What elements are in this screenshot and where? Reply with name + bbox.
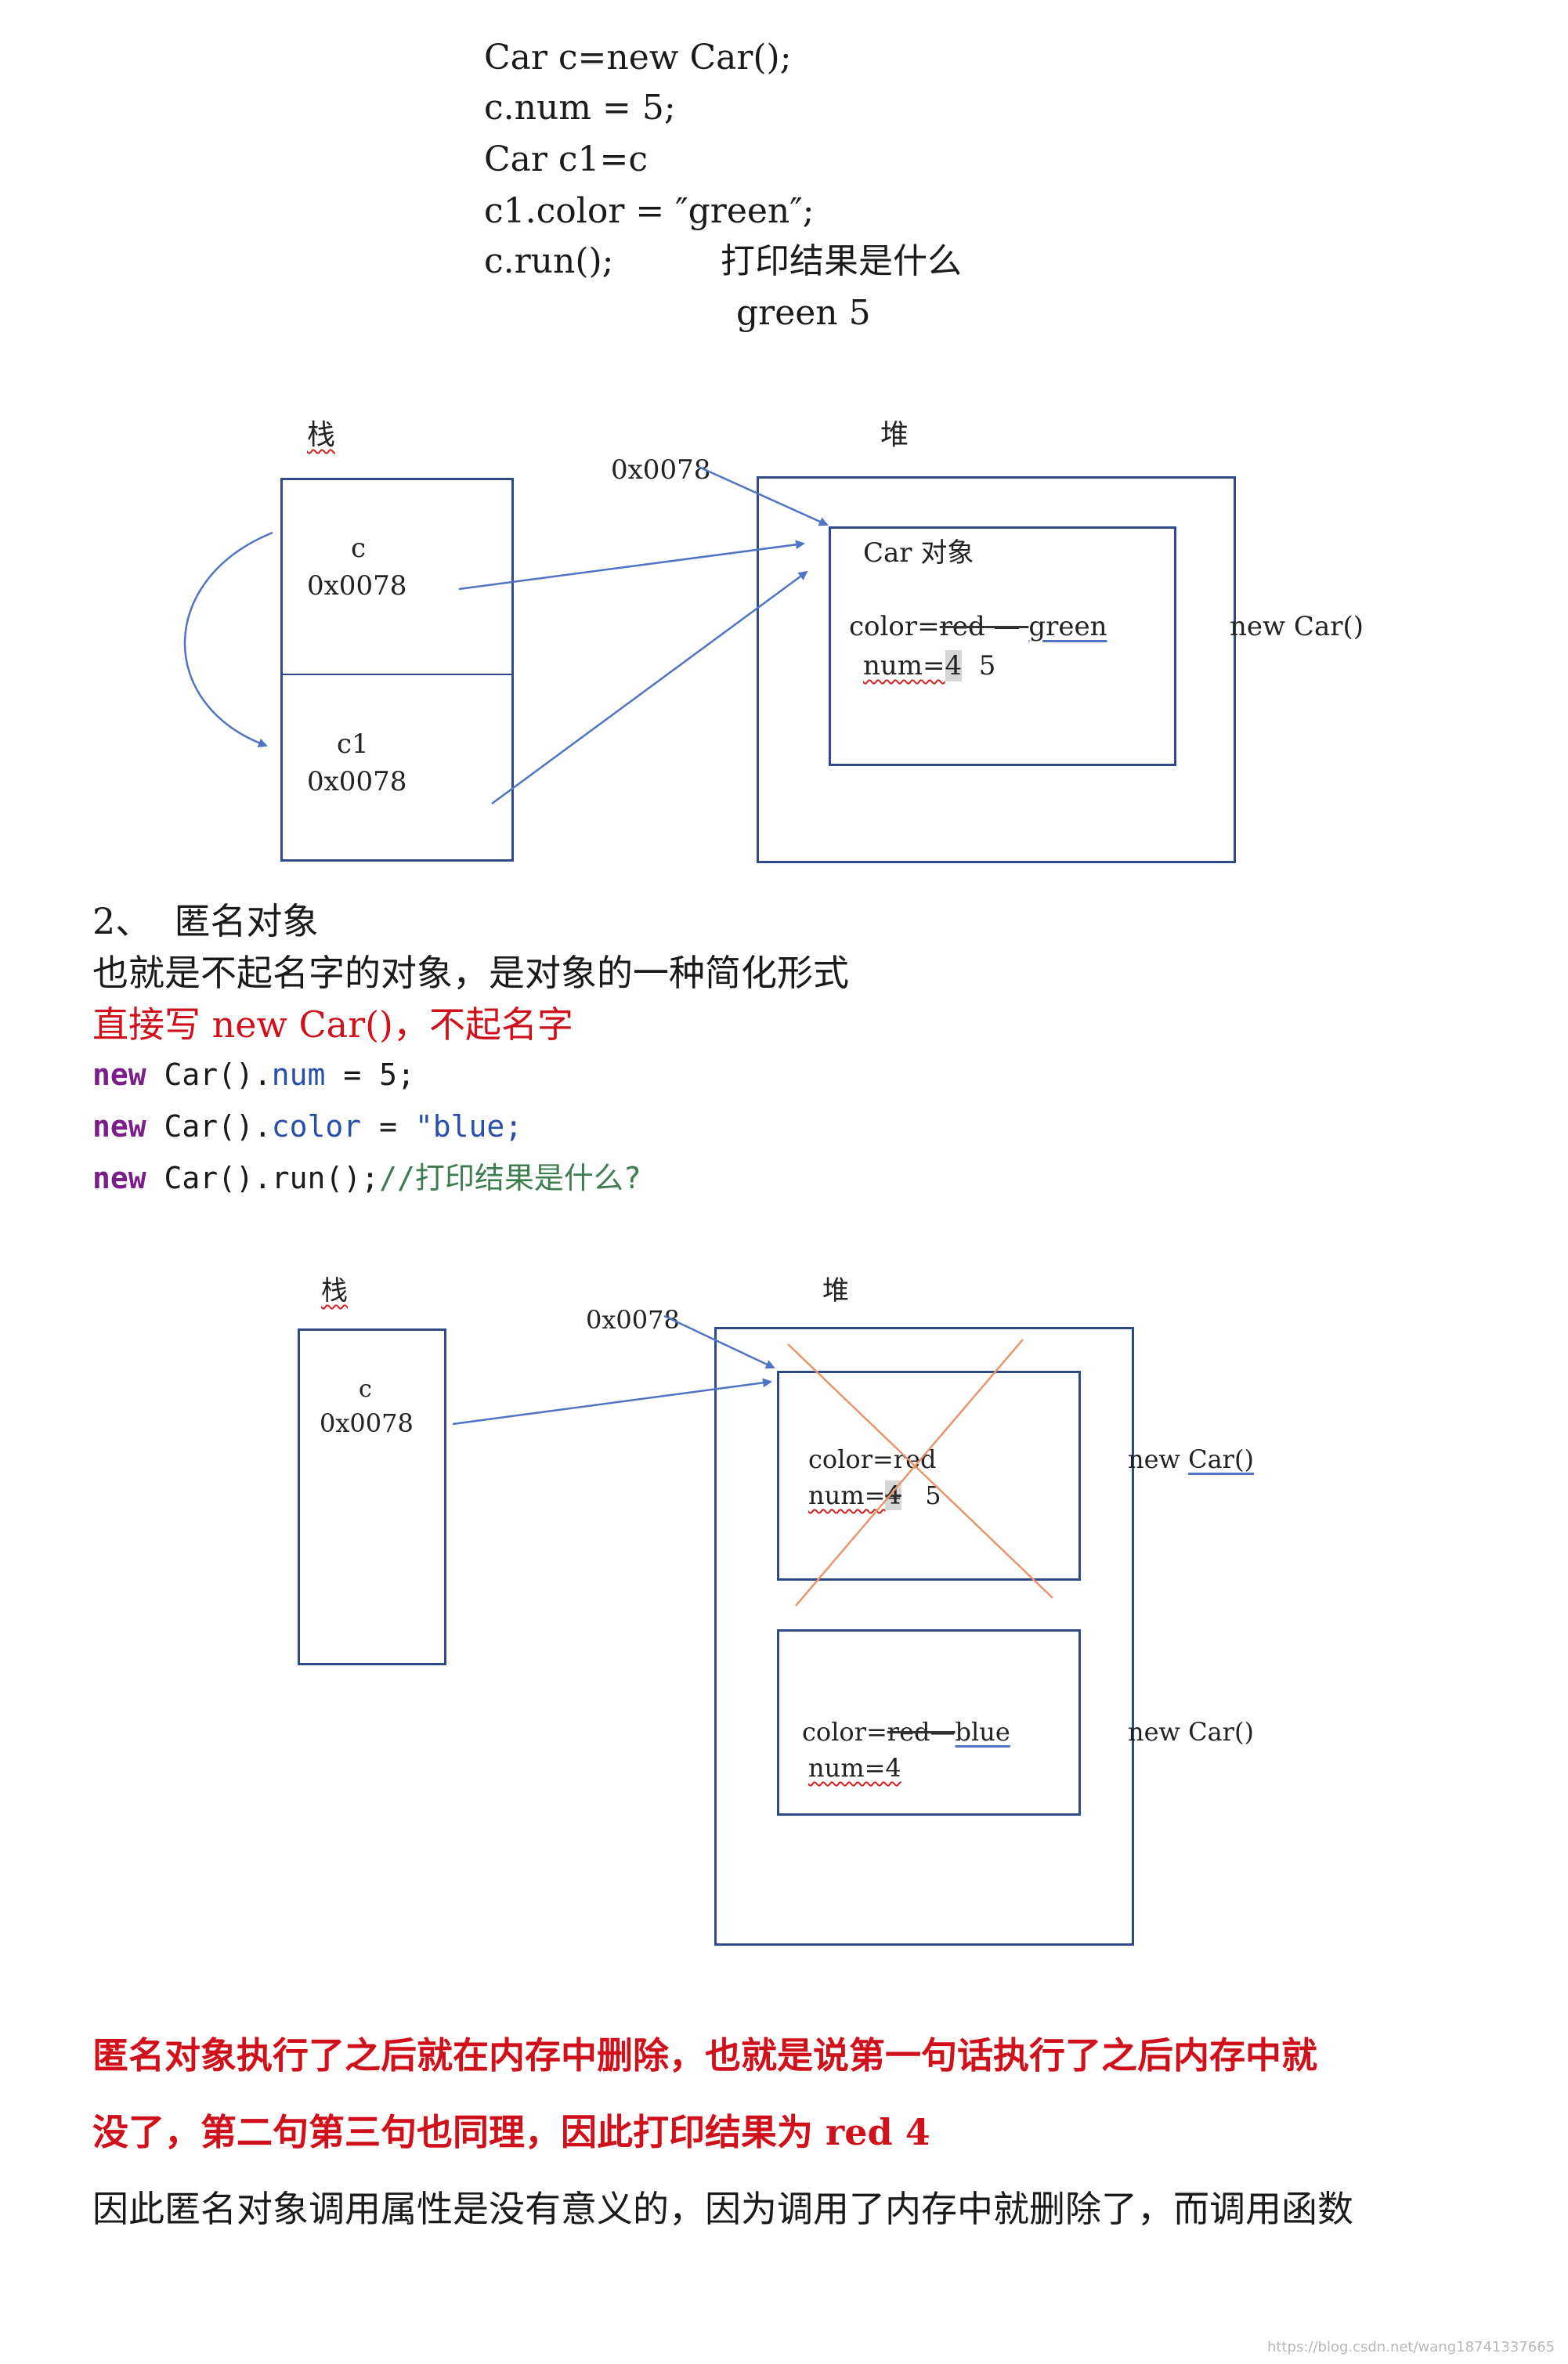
code-line-5: c.run(); [484,241,614,281]
d1-heap-box [757,476,1236,863]
d2-obj2-color-prefix: color= [802,1717,887,1747]
d2-heap-title: 堆 [822,1275,849,1307]
d1-var-c: c [351,533,367,564]
d1-car-object [829,526,1176,766]
code3-rest: Car().run(); [146,1161,380,1195]
code2-kw: new [92,1109,146,1144]
d2-heap-box [714,1327,1134,1946]
d2-object-1 [777,1371,1081,1581]
code-answer: green 5 [736,293,871,333]
d2-obj2-new-car: new Car() [1128,1717,1254,1747]
d1-c-pointer-arrow [458,540,805,591]
d2-obj1-new-car-text: Car() [1188,1444,1254,1474]
code2-str: "blue; [414,1109,523,1144]
d1-color-field: color=red — green [849,611,1107,642]
code1-kw: new [92,1057,146,1092]
conclusion-black-line: 因此匿名对象调用属性是没有意义的，因为调用了内存中就删除了，而调用函数 [92,2188,1353,2230]
d1-num-old: 4 [945,650,963,681]
d1-num-prefix: num= [863,650,945,681]
d2-cross-line-a [787,1343,1053,1599]
d2-obj1-new-car: new Car() [1128,1444,1254,1474]
d2-obj2-color: color=red—blue [802,1717,1010,1747]
d2-c-pointer-arrow [452,1378,772,1426]
conclusion-red-line-2: 没了，第二句第三句也同理，因此打印结果为 red 4 [92,2111,930,2153]
d1-num-new: 5 [978,650,996,681]
code3-kw: new [92,1161,146,1195]
section2-heading: 2、 匿名对象 [92,898,319,945]
section2-code-2: new Car().color = "blue; [92,1106,522,1147]
code1-field: num [271,1057,326,1092]
watermark: https://blog.csdn.net/wang18741337665 [1267,2339,1555,2355]
d1-color-prefix: color= [849,611,940,642]
d2-obj1-num-prefix: num= [808,1480,886,1510]
d2-var-c-addr: 0x0078 [320,1408,414,1438]
d1-c1-pointer-arrow [491,570,808,805]
d1-heap-title: 堆 [880,419,909,451]
d1-addr-label: 0x0078 [611,454,711,486]
d2-obj2-num: num=4 [808,1753,901,1783]
code1-tail: = 5; [325,1057,415,1092]
section2-heading-num: 2、 [92,900,152,942]
code2-tail: = [361,1109,415,1144]
code-line-1: Car c=new Car(); [484,38,792,78]
d2-obj1-new-prefix: new [1128,1444,1189,1474]
section2-heading-text: 匿名对象 [174,900,319,942]
d1-color-old: red [939,611,985,642]
d2-object-2 [777,1629,1081,1816]
d2-cross-line-b [795,1339,1024,1607]
code-line-5-question: 打印结果是什么 [721,241,962,281]
section2-red-line: 直接写 new Car()，不起名字 [92,1003,573,1046]
d2-addr-label: 0x0078 [586,1305,680,1335]
code-line-4: c1.color = ″green″; [484,191,815,231]
code1-rest: Car(). [146,1057,272,1092]
d1-new-car-label: new Car() [1230,611,1364,642]
section2-desc: 也就是不起名字的对象，是对象的一种简化形式 [92,952,849,994]
d1-color-new: green [1028,611,1107,642]
d1-var-c-addr: 0x0078 [307,570,407,602]
d1-num-field: num=4 5 [863,650,995,681]
code2-rest: Car(). [146,1109,272,1144]
d2-var-c: c [359,1375,372,1403]
d1-stack-divider [282,674,512,675]
code2-field: color [271,1109,362,1144]
d1-var-c1-addr: 0x0078 [307,766,407,797]
d2-stack-title: 栈 [321,1275,348,1307]
code-line-2: c.num = 5; [484,88,676,128]
section2-code-1: new Car().num = 5; [92,1054,415,1095]
d1-c-to-c1-curve [183,531,273,748]
code3-comment: //打印结果是什么? [379,1161,641,1195]
d1-object-title: Car 对象 [863,537,974,569]
d1-stack-box [280,478,514,862]
d2-obj1-color: color=red [808,1444,937,1474]
d1-stack-title: 栈 [307,419,336,451]
section2-code-3: new Car().run();//打印结果是什么? [92,1158,641,1198]
d2-addr-arrow [663,1314,775,1369]
d1-var-c1: c1 [337,728,369,760]
code-line-3: Car c1=c [484,139,649,179]
conclusion-red-line-1: 匿名对象执行了之后就在内存中删除，也就是说第一句话执行了之后内存中就 [92,2034,1317,2077]
d2-obj2-color-old: red [887,1717,930,1747]
d1-addr-arrow [698,465,829,526]
d2-obj2-color-new: blue [955,1717,1010,1747]
d2-stack-box [298,1328,446,1665]
